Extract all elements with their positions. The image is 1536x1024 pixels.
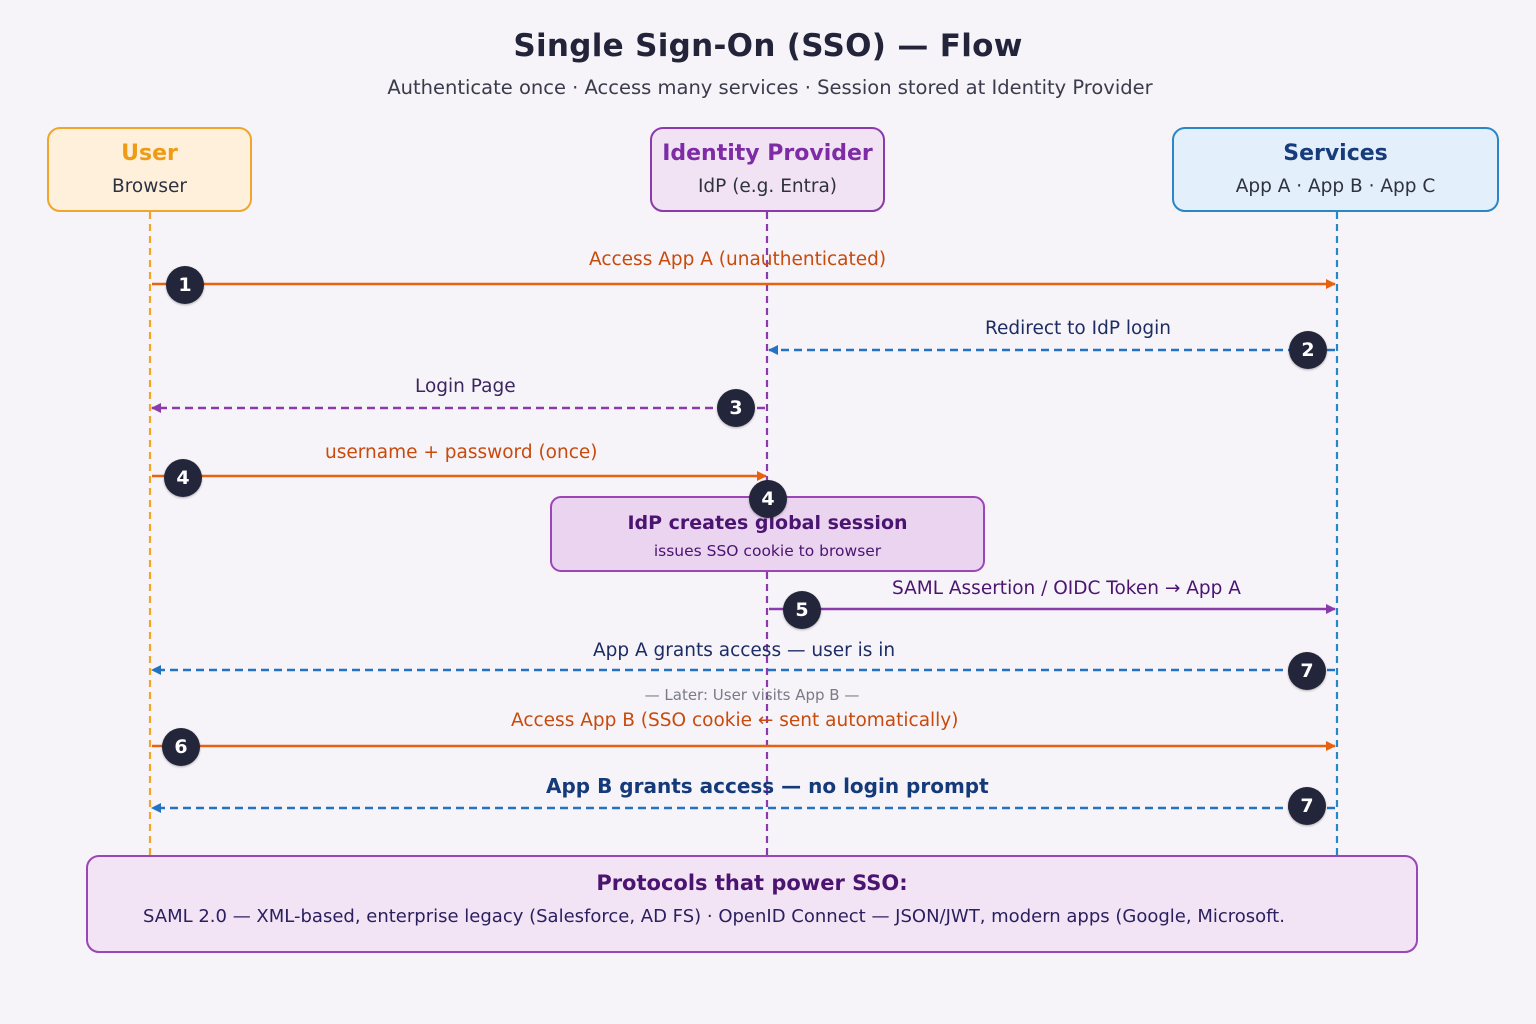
step-badge-2: 2 bbox=[1289, 331, 1327, 369]
later-divider: — Later: User visits App B — bbox=[644, 686, 860, 704]
protocols-title: Protocols that power SSO: bbox=[596, 871, 908, 895]
idp-session-note-title: IdP creates global session bbox=[627, 512, 908, 534]
protocols-box: Protocols that power SSO: SAML 2.0 — XML… bbox=[86, 855, 1418, 953]
step-badge-note-4: 4 bbox=[749, 480, 787, 518]
step-badge-4: 4 bbox=[164, 459, 202, 497]
actor-services: Services App A · App B · App C bbox=[1172, 127, 1499, 212]
actor-idp-sub: IdP (e.g. Entra) bbox=[697, 176, 838, 197]
step-badge-7b: 7 bbox=[1288, 787, 1326, 825]
diagram-title: Single Sign-On (SSO) — Flow bbox=[513, 28, 1023, 64]
message-label-4: username + password (once) bbox=[325, 442, 598, 463]
idp-session-note-body: issues SSO cookie to browser bbox=[653, 542, 882, 560]
message-label-6: Access App B (SSO cookie ← sent automati… bbox=[511, 710, 959, 731]
actor-user-sub: Browser bbox=[112, 176, 187, 197]
step-badge-1: 1 bbox=[166, 266, 204, 304]
diagram-subtitle: Authenticate once · Access many services… bbox=[387, 76, 1153, 99]
actor-user-name: User bbox=[121, 141, 178, 166]
message-label-1: Access App A (unauthenticated) bbox=[589, 249, 887, 270]
message-label-3: Login Page bbox=[415, 376, 516, 397]
step-badge-7a: 7 bbox=[1288, 652, 1326, 690]
message-label-5: SAML Assertion / OIDC Token → App A bbox=[892, 578, 1241, 599]
actor-idp-name: Identity Provider bbox=[662, 141, 873, 166]
step-badge-6: 6 bbox=[162, 728, 200, 766]
step-badge-3: 3 bbox=[717, 389, 755, 427]
actor-services-name: Services bbox=[1283, 141, 1388, 166]
message-label-2: Redirect to IdP login bbox=[985, 318, 1171, 339]
protocols-body: SAML 2.0 — XML-based, enterprise legacy … bbox=[143, 906, 1285, 927]
step-badge-5: 5 bbox=[783, 591, 821, 629]
message-label-7b: App B grants access — no login prompt bbox=[546, 774, 989, 798]
message-label-7a: App A grants access — user is in bbox=[593, 640, 896, 661]
actor-user: User Browser bbox=[47, 127, 252, 212]
actor-identity-provider: Identity Provider IdP (e.g. Entra) bbox=[650, 127, 885, 212]
actor-services-sub: App A · App B · App C bbox=[1235, 176, 1436, 197]
